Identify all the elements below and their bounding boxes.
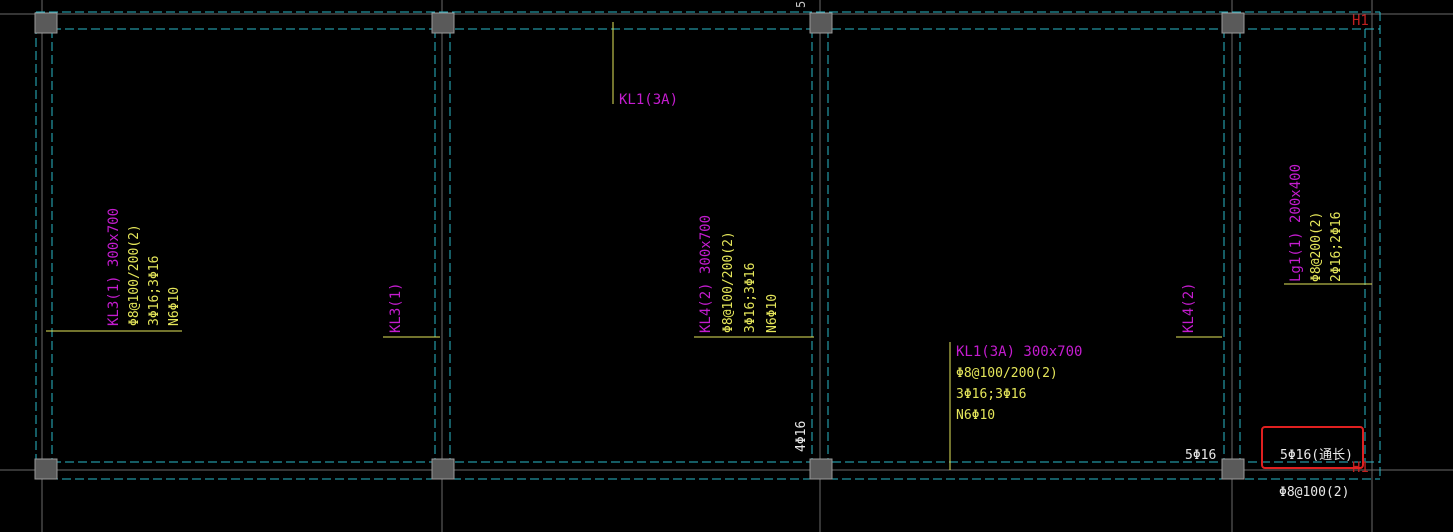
axis-number-top: 5 xyxy=(794,1,808,8)
column[interactable] xyxy=(1221,12,1245,34)
kl3-left-side: N6Φ10 xyxy=(167,287,182,326)
leader-lines xyxy=(46,22,1372,470)
highlight-box xyxy=(1261,426,1364,469)
beam-outlines xyxy=(35,11,1381,480)
beam-label-kl1-top[interactable]: KL1(3A) xyxy=(619,92,678,108)
highlight-rebar-text[interactable]: 5Φ16(通长) xyxy=(1280,448,1353,463)
column[interactable] xyxy=(809,458,833,480)
column[interactable] xyxy=(431,12,455,34)
kl1-mid-side: N6Φ10 xyxy=(956,408,995,423)
kl4-mid-name: KL4(2) 300x700 xyxy=(698,215,714,333)
rebar-label-bottom-stirrup[interactable]: Φ8@100(2) xyxy=(1279,485,1349,500)
column[interactable] xyxy=(809,12,833,34)
rebar-label-4phi16[interactable]: 4Φ16 xyxy=(794,421,809,452)
rebar-label-5phi16[interactable]: 5Φ16 xyxy=(1185,448,1216,463)
kl3-left-name: KL3(1) 300x700 xyxy=(106,208,122,326)
kl1-mid-stirrup: Φ8@100/200(2) xyxy=(956,366,1058,381)
kl3-left-main: 3Φ16;3Φ16 xyxy=(147,256,162,326)
beam-label-lg1[interactable]: Lg1(1) 200x400 Φ8@200(2) 2Φ16;2Φ16 xyxy=(1288,164,1344,282)
column[interactable] xyxy=(431,458,455,480)
beam-label-kl3-left[interactable]: KL3(1) 300x700 Φ8@100/200(2) 3Φ16;3Φ16 N… xyxy=(106,208,182,326)
lg1-stirrup: Φ8@200(2) xyxy=(1309,212,1324,282)
kl3-left-stirrup: Φ8@100/200(2) xyxy=(127,224,142,326)
columns xyxy=(34,12,1245,480)
beam-label-kl3-short[interactable]: KL3(1) xyxy=(388,282,404,333)
column[interactable] xyxy=(34,458,58,480)
lg1-name: Lg1(1) 200x400 xyxy=(1288,164,1304,282)
beam-label-kl4-short[interactable]: KL4(2) xyxy=(1181,282,1197,333)
axis-tag-top: H1 xyxy=(1352,13,1369,29)
column[interactable] xyxy=(1221,458,1245,480)
kl4-mid-main: 3Φ16;3Φ16 xyxy=(743,263,758,333)
column[interactable] xyxy=(34,12,58,34)
lg1-main: 2Φ16;2Φ16 xyxy=(1329,212,1344,282)
beam-label-kl4-mid[interactable]: KL4(2) 300x700 Φ8@100/200(2) 3Φ16;3Φ16 N… xyxy=(698,215,780,333)
kl1-mid-name: KL1(3A) 300x700 xyxy=(956,344,1082,360)
beam-label-kl1-mid[interactable]: KL1(3A) 300x700 Φ8@100/200(2) 3Φ16;3Φ16 … xyxy=(956,344,1082,423)
kl1-mid-main: 3Φ16;3Φ16 xyxy=(956,387,1026,402)
kl4-mid-side: N6Φ10 xyxy=(765,294,780,333)
kl4-mid-stirrup: Φ8@100/200(2) xyxy=(721,231,736,333)
